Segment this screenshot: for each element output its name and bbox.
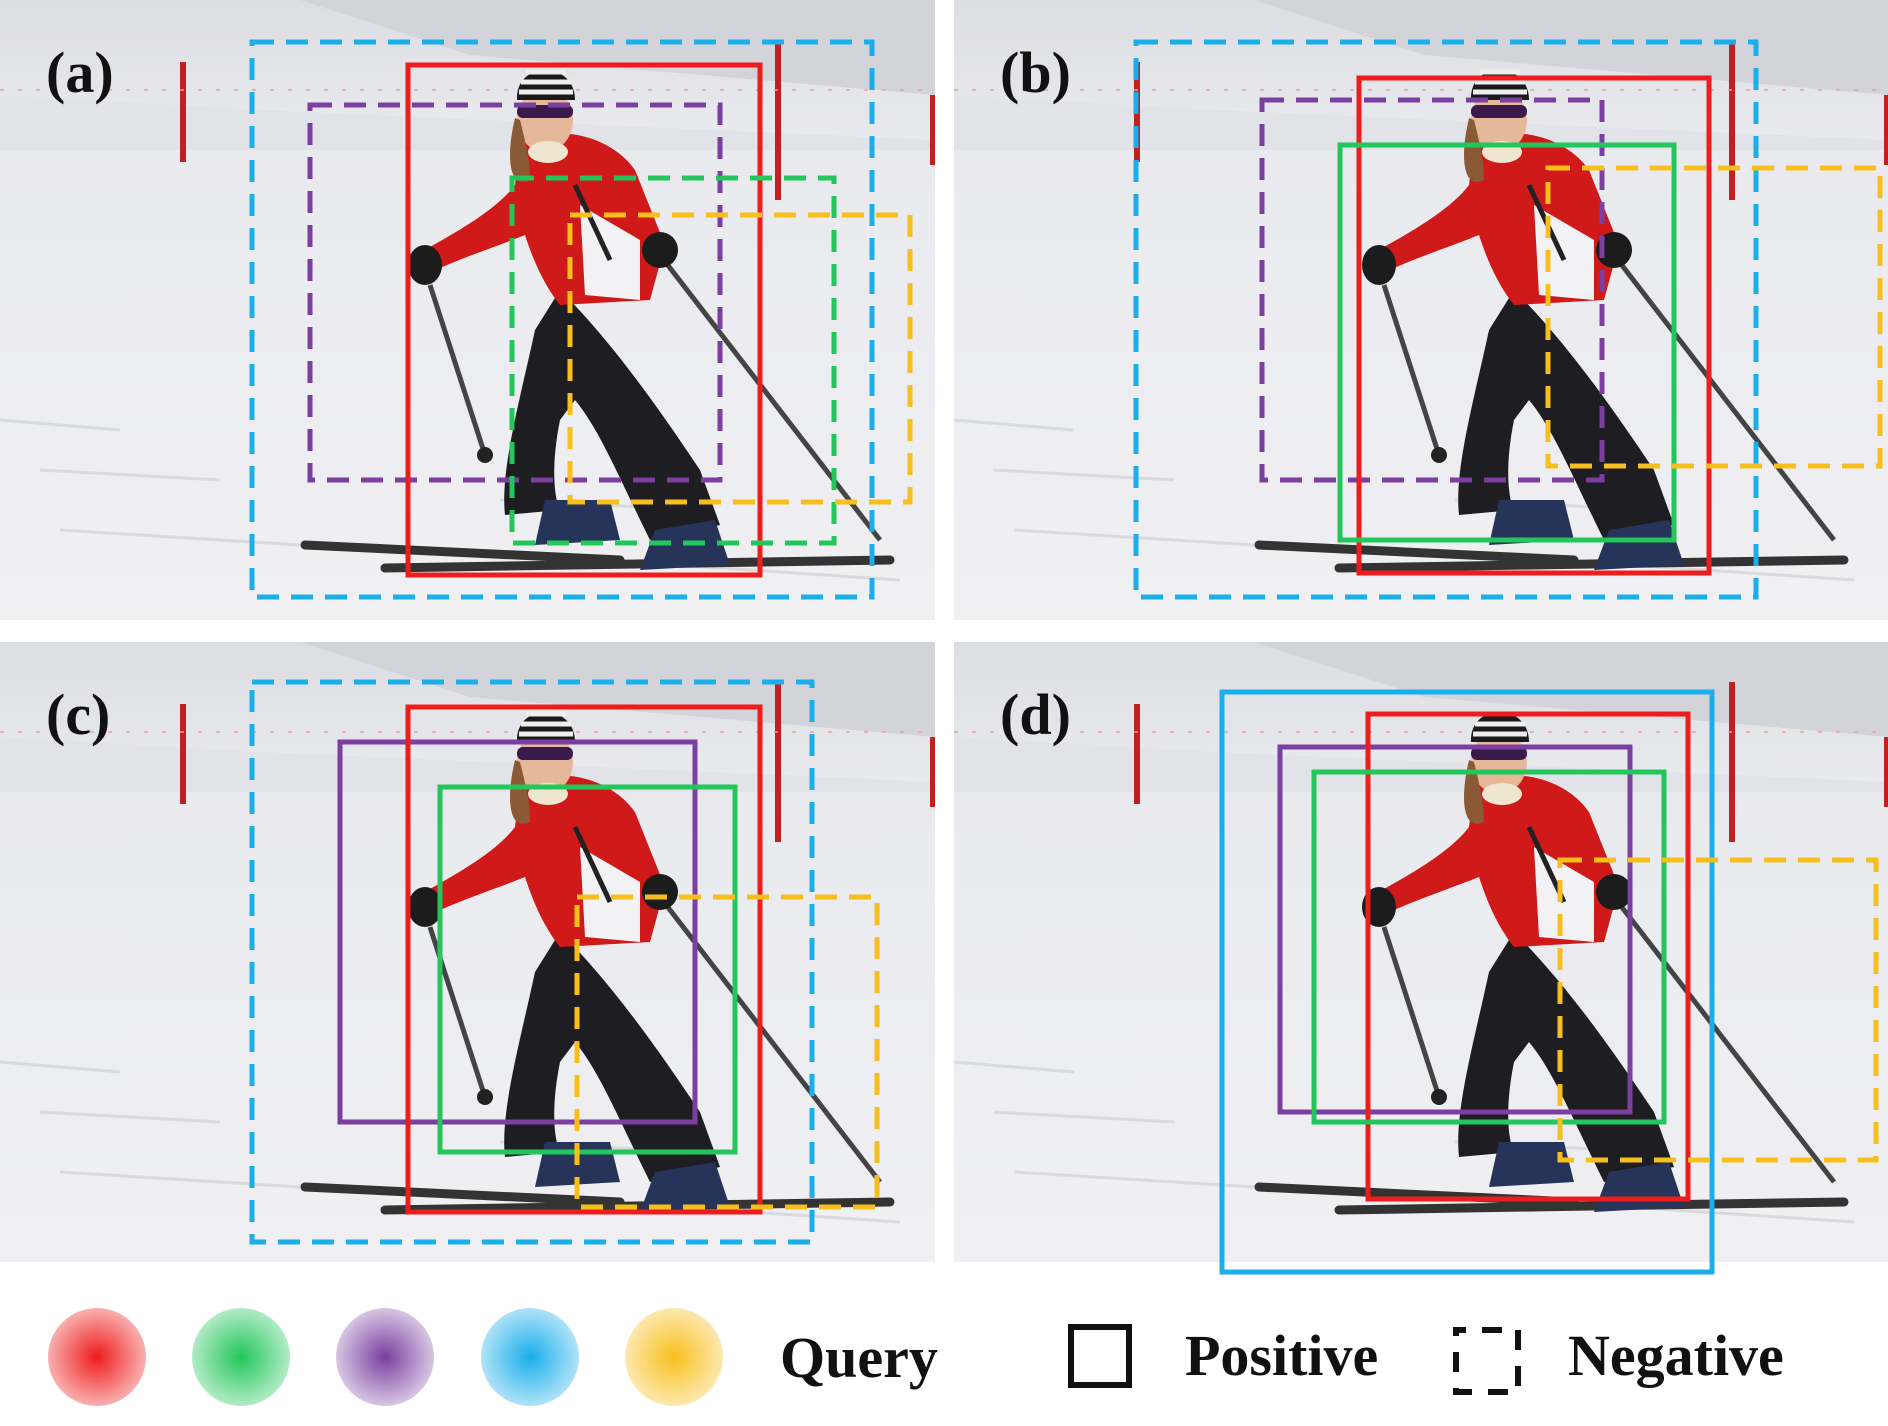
legend-query-label: Query [780,1325,938,1390]
panel-d: (d) [954,642,1888,1275]
blue-negative-box [1133,39,1759,600]
legend-dot-red [48,1308,146,1406]
panel-label-b: (b) [1000,40,1071,105]
negative-box-icon [1453,1327,1521,1395]
panels-group: (a) (b) (c) (d) [0,0,1888,1275]
green-positive-box [437,784,738,1155]
panel-b: (b) [954,0,1888,620]
blue-positive-box [1219,689,1715,1275]
blue-negative-box [249,679,815,1245]
yellow-negative-box [1557,857,1879,1163]
panel-label-c: (c) [46,682,110,747]
yellow-negative-box [574,894,880,1210]
green-positive-box [1311,769,1667,1125]
legend-dot-purple [336,1308,434,1406]
red-query-box [1356,75,1712,576]
purple-negative-box [307,102,723,483]
legend-dot-green [192,1308,290,1406]
legend: Query Positive Negative [48,1308,1784,1406]
legend-negative-label: Negative [1568,1323,1784,1388]
yellow-negative-box [1545,165,1883,469]
skier-photo [954,642,1888,1262]
red-query-box [1365,711,1691,1202]
positive-box-icon [1068,1324,1132,1388]
legend-dot-yellow [625,1308,723,1406]
purple-negative-box [1259,97,1605,483]
legend-positive-label: Positive [1185,1323,1378,1388]
purple-positive-box [337,739,698,1125]
skier-photo [0,0,935,620]
skier-photo [954,0,1888,620]
purple-positive-box [1277,744,1633,1115]
panel-label-d: (d) [1000,682,1071,747]
red-query-box [405,62,763,578]
panel-c: (c) [0,642,935,1262]
panel-a: (a) [0,0,935,620]
red-query-box [405,704,763,1215]
skier-photo [0,642,935,1262]
legend-dot-blue [481,1308,579,1406]
green-negative-box [509,175,837,546]
blue-negative-box [249,39,875,600]
panel-label-a: (a) [46,40,114,105]
green-positive-box [1337,142,1677,543]
yellow-negative-box [567,212,913,505]
